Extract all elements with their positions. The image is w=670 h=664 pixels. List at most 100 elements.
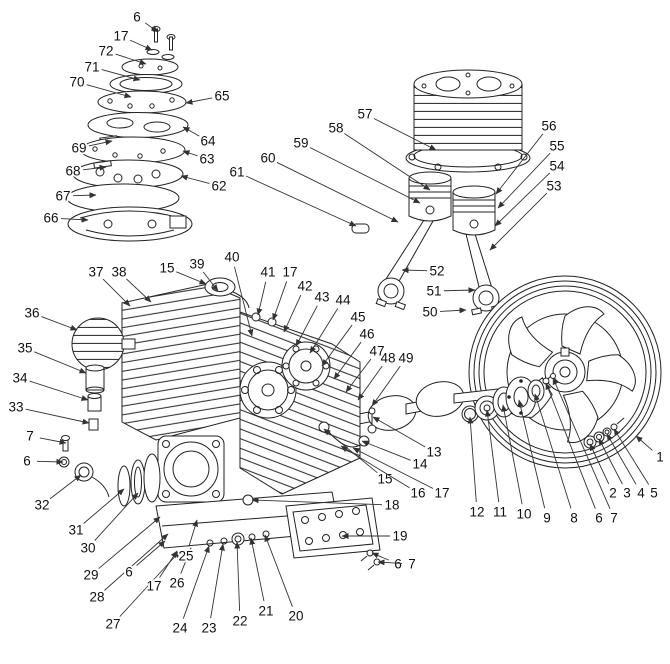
leader-line bbox=[104, 533, 169, 591]
callout-11: 11 bbox=[493, 505, 507, 520]
leader-line bbox=[534, 393, 572, 509]
leader-line bbox=[202, 271, 219, 292]
callout-14: 14 bbox=[412, 457, 428, 472]
leader-line bbox=[88, 139, 113, 147]
callout-8: 8 bbox=[570, 511, 578, 526]
leader-line bbox=[272, 281, 288, 321]
callout-3: 3 bbox=[623, 486, 631, 501]
connecting-rod-left bbox=[385, 219, 434, 284]
leader-line bbox=[264, 534, 293, 607]
callout-12: 12 bbox=[469, 505, 484, 520]
callout-22: 22 bbox=[232, 614, 247, 629]
leader-line bbox=[125, 278, 152, 303]
cover-plate bbox=[121, 58, 179, 76]
base-plate-group bbox=[285, 497, 381, 571]
intake-elbow bbox=[204, 277, 236, 297]
leader-line bbox=[377, 559, 403, 566]
callout-17: 17 bbox=[113, 29, 128, 44]
callout-65: 65 bbox=[214, 89, 229, 104]
leader-line bbox=[234, 541, 241, 612]
leader-line bbox=[443, 287, 476, 294]
leader-line bbox=[517, 399, 546, 509]
callout-40: 40 bbox=[224, 250, 239, 265]
leader-line bbox=[340, 445, 410, 489]
callout-34: 34 bbox=[12, 371, 28, 386]
leader-line bbox=[182, 150, 198, 157]
valve-plate-1 bbox=[87, 112, 189, 138]
callout-15: 15 bbox=[377, 472, 392, 487]
callout-66: 66 bbox=[43, 211, 58, 226]
leader-line bbox=[86, 84, 132, 99]
leader-line bbox=[29, 380, 89, 401]
leader-line bbox=[249, 537, 265, 602]
callout-70: 70 bbox=[69, 75, 84, 90]
leader-line bbox=[98, 516, 161, 569]
callout-17: 17 bbox=[146, 579, 161, 594]
leader-line bbox=[182, 126, 200, 137]
callout-62: 62 bbox=[211, 179, 226, 194]
callout-26: 26 bbox=[169, 576, 184, 591]
callout-6: 6 bbox=[595, 511, 603, 526]
leader-line bbox=[371, 365, 401, 407]
callout-60: 60 bbox=[260, 151, 275, 166]
callout-43: 43 bbox=[314, 290, 329, 305]
callout-27: 27 bbox=[105, 617, 120, 632]
callout-21: 21 bbox=[258, 604, 273, 619]
leader-line bbox=[210, 543, 225, 619]
leader-line bbox=[115, 53, 147, 65]
leader-line bbox=[36, 458, 64, 465]
valve-cover-large bbox=[239, 361, 297, 419]
leader-line bbox=[345, 358, 372, 393]
leader-line bbox=[60, 216, 89, 223]
piston-left bbox=[408, 171, 452, 222]
leader-line bbox=[357, 365, 383, 401]
leader-line bbox=[635, 435, 653, 451]
leader-line bbox=[323, 428, 378, 474]
leader-line bbox=[371, 552, 389, 561]
leader-line bbox=[333, 341, 362, 380]
oil-seal bbox=[527, 379, 545, 403]
callout-29: 29 bbox=[83, 568, 98, 583]
callout-41: 41 bbox=[260, 265, 275, 280]
callout-57: 57 bbox=[357, 107, 372, 122]
callout-7: 7 bbox=[408, 557, 416, 572]
leader-line bbox=[589, 443, 610, 485]
callout-17: 17 bbox=[282, 265, 297, 280]
callout-50: 50 bbox=[422, 305, 437, 320]
callout-33: 33 bbox=[8, 400, 23, 415]
leader-line bbox=[256, 281, 267, 316]
leader-line bbox=[401, 267, 428, 274]
callout-47: 47 bbox=[369, 344, 384, 359]
leader-line bbox=[352, 447, 434, 489]
valve-cover-small bbox=[281, 341, 331, 391]
leader-line bbox=[467, 416, 477, 503]
callout-9: 9 bbox=[543, 511, 551, 526]
leader-line bbox=[251, 497, 383, 506]
callout-30: 30 bbox=[80, 541, 95, 556]
wrist-pin bbox=[351, 223, 370, 234]
callout-2: 2 bbox=[609, 486, 617, 501]
oil-sight-glass bbox=[231, 532, 245, 546]
flywheel-hub bbox=[544, 351, 586, 393]
callout-56: 56 bbox=[541, 119, 556, 134]
callout-61: 61 bbox=[229, 165, 244, 180]
callout-53: 53 bbox=[546, 179, 561, 194]
air-filter bbox=[71, 317, 125, 371]
callout-52: 52 bbox=[429, 264, 444, 279]
leader-line bbox=[72, 192, 97, 199]
callout-1: 1 bbox=[656, 450, 664, 465]
leader-line bbox=[552, 377, 611, 510]
leader-line bbox=[545, 382, 596, 509]
leader-line bbox=[606, 433, 637, 485]
callout-46: 46 bbox=[359, 327, 374, 342]
leader-line bbox=[439, 307, 467, 314]
callout-48: 48 bbox=[380, 351, 395, 366]
callout-63: 63 bbox=[199, 152, 214, 167]
callout-7: 7 bbox=[26, 429, 34, 444]
leader-line bbox=[598, 438, 623, 485]
filter-stem bbox=[85, 364, 105, 431]
callout-39: 39 bbox=[189, 257, 204, 272]
callout-4: 4 bbox=[637, 486, 645, 501]
leader-line bbox=[372, 416, 426, 448]
